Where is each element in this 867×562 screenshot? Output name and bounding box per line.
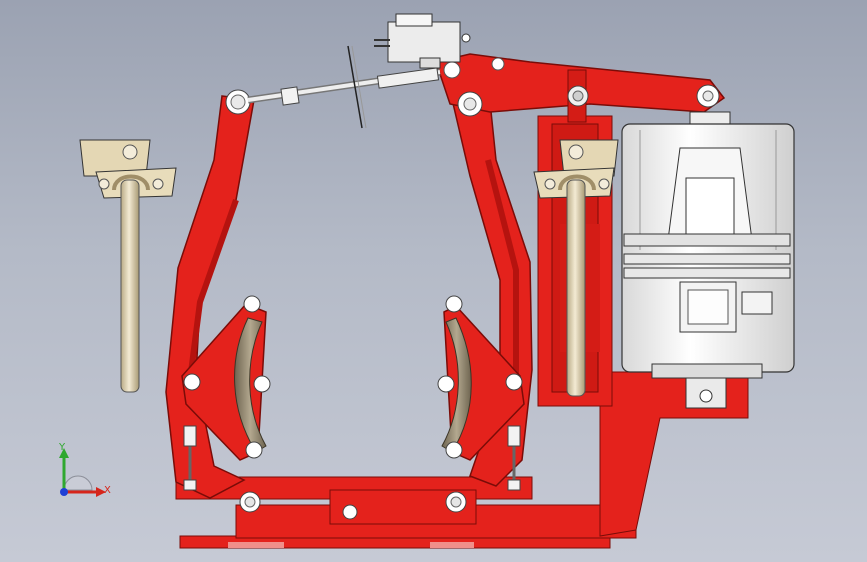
triad-x-label: X [104, 485, 111, 496]
left-brake-shoe [181, 295, 271, 461]
limit-switch [374, 13, 471, 69]
right-brake-shoe [437, 295, 525, 461]
left-spring-rod [79, 139, 177, 393]
electro-hydraulic-thruster [621, 111, 795, 409]
triad-y-label: Y [59, 442, 66, 453]
tie-rod [247, 45, 441, 129]
base-pins [183, 425, 521, 520]
base-plate [175, 476, 637, 549]
right-spring-rod [533, 139, 619, 397]
coordinate-triad: Y X [50, 440, 120, 510]
triad-axes-icon [59, 448, 106, 497]
top-lever-arm [435, 53, 726, 123]
